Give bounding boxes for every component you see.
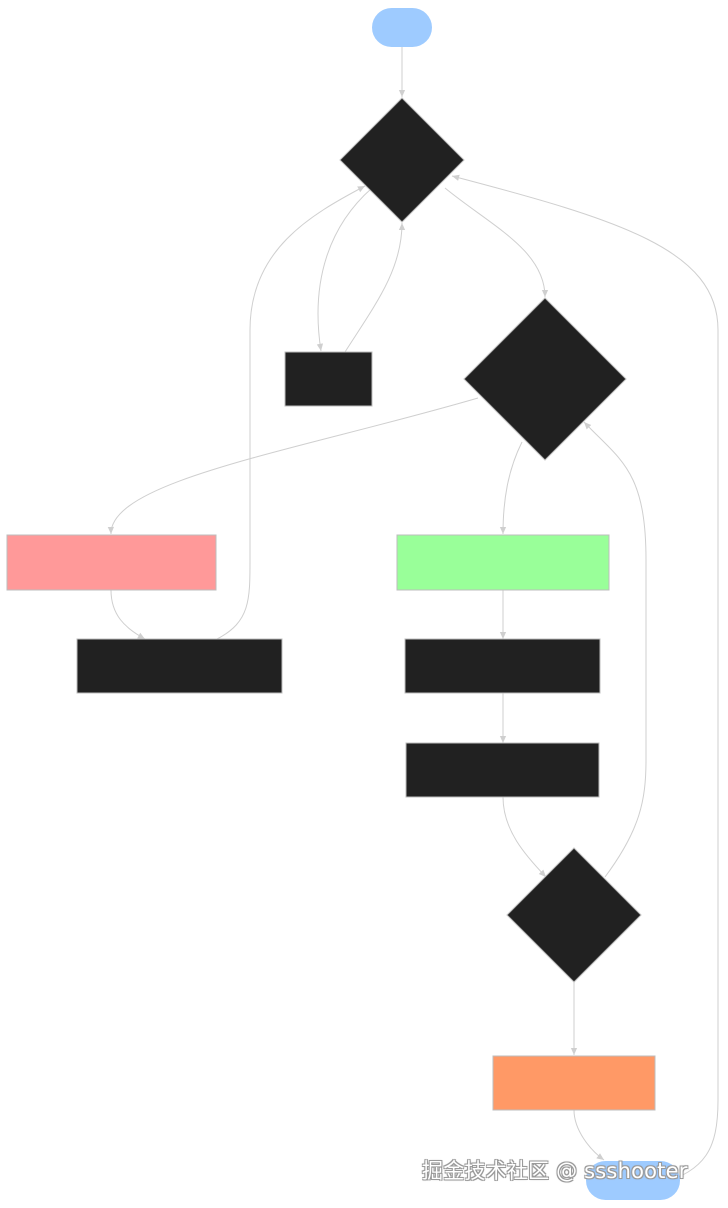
node-final-step <box>492 1055 656 1111</box>
node-step-b <box>405 742 600 798</box>
node-error-path <box>6 534 217 591</box>
edge-final-step-to-end <box>573 1109 605 1161</box>
node-decision-2 <box>463 297 627 461</box>
edges-layer <box>107 47 719 1185</box>
edge-decision-3-to-decision-2 <box>583 421 647 878</box>
node-step-a <box>404 638 601 694</box>
edge-decision-1-to-side-step <box>316 187 373 352</box>
edge-error-path-to-error-follow <box>110 589 146 640</box>
edge-error-follow-to-decision-1 <box>216 185 366 640</box>
edge-step-b-to-decision-3 <box>502 796 547 878</box>
node-side-step <box>284 351 373 407</box>
edge-end-to-decision-1 <box>451 174 719 1185</box>
nodes-layer <box>6 8 680 1200</box>
edge-side-step-to-decision-1 <box>344 222 406 353</box>
edge-decision-2-to-error-path <box>107 397 479 535</box>
node-end <box>586 1161 680 1200</box>
node-error-follow <box>76 638 283 694</box>
edge-decision-2-to-success-path <box>499 441 523 535</box>
edge-decision-1-to-decision-2 <box>444 187 549 298</box>
node-decision-1 <box>339 97 465 223</box>
watermark-text: 掘金技术社区 @ ssshooter <box>422 1159 688 1183</box>
node-start <box>372 8 432 47</box>
node-success-path <box>396 534 610 591</box>
node-decision-3 <box>506 847 642 983</box>
